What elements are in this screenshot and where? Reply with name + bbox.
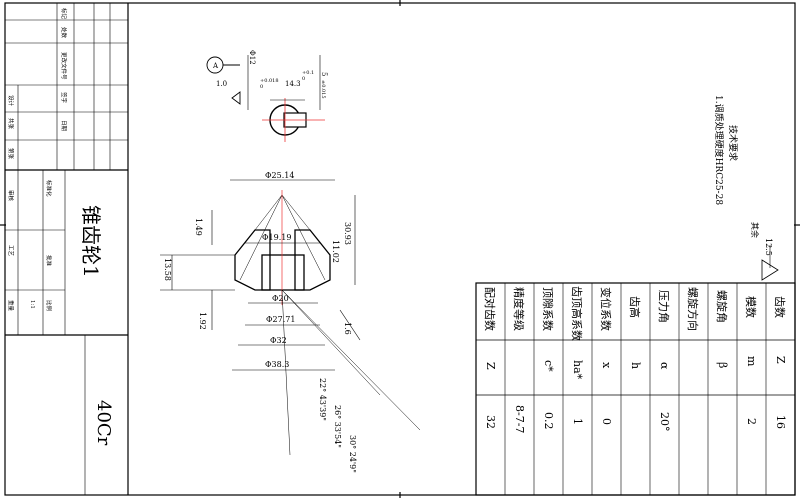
label-sign: 签字 (60, 92, 68, 104)
param-symbol: ha* (571, 360, 584, 380)
svg-text:0: 0 (302, 76, 305, 82)
label-change-doc: 更改文件号 (60, 52, 68, 80)
param-name: 顶隙系数 (541, 287, 555, 331)
angle-2: 26° 33'54" (333, 405, 342, 448)
dim-keyway-width: 5 (320, 72, 328, 76)
dim-tip-dia: Φ25.14 (265, 171, 294, 180)
angle-1: 22° 43'39" (318, 378, 327, 421)
param-name: 螺旋方向 (686, 287, 700, 331)
param-table-text: 齿数 模数 螺旋角 螺旋方向 压力角 齿高 变位系数 齿顶高系数 顶隙系数 精度… (483, 286, 787, 433)
dim-outer-dia: Φ32 (270, 336, 287, 345)
sheet-border (4, 2, 796, 496)
dim-keyway-depth: 14.3 (285, 80, 301, 88)
param-symbol: m (745, 356, 758, 367)
param-symbol: Z (484, 362, 497, 370)
param-value: 32 (484, 415, 497, 429)
param-symbol: h (629, 362, 642, 369)
angle-3: 30° 24'9" (348, 435, 357, 473)
param-name: 齿高 (628, 296, 642, 318)
param-symbol: α (658, 362, 671, 370)
param-name: 精度等级 (512, 287, 526, 331)
gear-dims: Φ25.14 Φ19.19 Φ20 Φ27.71 Φ32 Φ38.3 1.49 … (163, 171, 357, 473)
dim-1-92: 1.92 (198, 312, 207, 330)
param-symbol: x (600, 362, 613, 369)
tech-heading: 技术要求 (727, 125, 739, 161)
keyway-dims: A Φ12 +0.018 0 14.3 +0.1 0 5 ±0.015 1.0 (212, 50, 328, 99)
param-value: 1 (571, 418, 584, 425)
param-name: 变位系数 (599, 287, 613, 331)
material: 40Cr (93, 400, 114, 446)
label-count: 处数 (60, 27, 68, 39)
label-design: 设计 (7, 95, 15, 107)
dim-30-93: 30.93 (343, 222, 352, 245)
roughness-1-6: 1.6 (343, 322, 352, 335)
svg-text:0: 0 (260, 84, 263, 90)
param-value: 16 (774, 415, 787, 429)
dim-11-02: 11.02 (331, 240, 340, 263)
label-sheet-no: 第张 (7, 148, 15, 160)
label-mark: 标记 (60, 8, 68, 20)
param-value: 0 (600, 418, 613, 425)
revision-labels: 标记 处数 更改文件号 签字 日期 设计 标准化 审核 工艺 批准 比例 重量 … (7, 8, 68, 312)
surface-finish: 其余 12.5 (750, 222, 779, 281)
param-symbol: β (716, 362, 729, 368)
dim-bore-dia: Φ20 (272, 294, 289, 303)
keyway-section-view (206, 55, 325, 142)
surface-finish-value: 12.5 (764, 238, 773, 256)
param-value: 0.2 (542, 412, 555, 430)
dim-bore: Φ12 (248, 50, 256, 65)
dim-inner-dia: Φ19.19 (262, 233, 291, 242)
revision-grid (5, 3, 128, 495)
label-scale: 比例 (45, 300, 53, 312)
svg-text:±0.015: ±0.015 (320, 80, 326, 99)
part-name: 锥齿轮1 (79, 205, 103, 278)
param-table (475, 282, 796, 496)
svg-text:+0.1: +0.1 (302, 70, 314, 76)
dim-mid-dia: Φ27.71 (266, 315, 295, 324)
svg-text:+0.018: +0.018 (260, 78, 279, 84)
param-name: 齿顶高系数 (570, 286, 584, 341)
datum-label: A (212, 62, 219, 70)
param-symbol: Z (774, 356, 787, 364)
runout-value: 1.0 (216, 80, 227, 88)
surface-finish-label: 其余 (750, 222, 760, 238)
param-value: 8-7-7 (513, 405, 526, 433)
param-value: 20° (658, 412, 671, 432)
tech-requirements: 技术要求 1.调质处理硬度HRC25-28 (713, 95, 739, 205)
dim-13-58: 13.58 (163, 258, 172, 281)
param-value: 2 (745, 418, 758, 425)
label-date: 日期 (60, 120, 67, 132)
param-symbol: c* (542, 360, 555, 372)
param-name: 压力角 (657, 290, 670, 323)
label-approve: 批准 (45, 255, 53, 267)
param-name: 模数 (744, 296, 757, 318)
dim-1-49: 1.49 (194, 218, 203, 236)
label-weight: 重量 (7, 300, 15, 312)
label-sheets: 共张 (7, 118, 15, 130)
label-scale-value: 1:1 (29, 300, 35, 309)
label-review: 审核 (7, 190, 15, 202)
param-name: 螺旋角 (715, 290, 729, 323)
tech-item-1: 1.调质处理硬度HRC25-28 (713, 95, 725, 205)
label-process: 工艺 (7, 245, 14, 257)
dim-max-dia: Φ38.3 (265, 360, 289, 369)
label-standard: 标准化 (45, 180, 53, 197)
gear-section-view (160, 179, 421, 456)
param-name: 配对齿数 (483, 287, 497, 331)
param-name: 齿数 (773, 296, 786, 318)
